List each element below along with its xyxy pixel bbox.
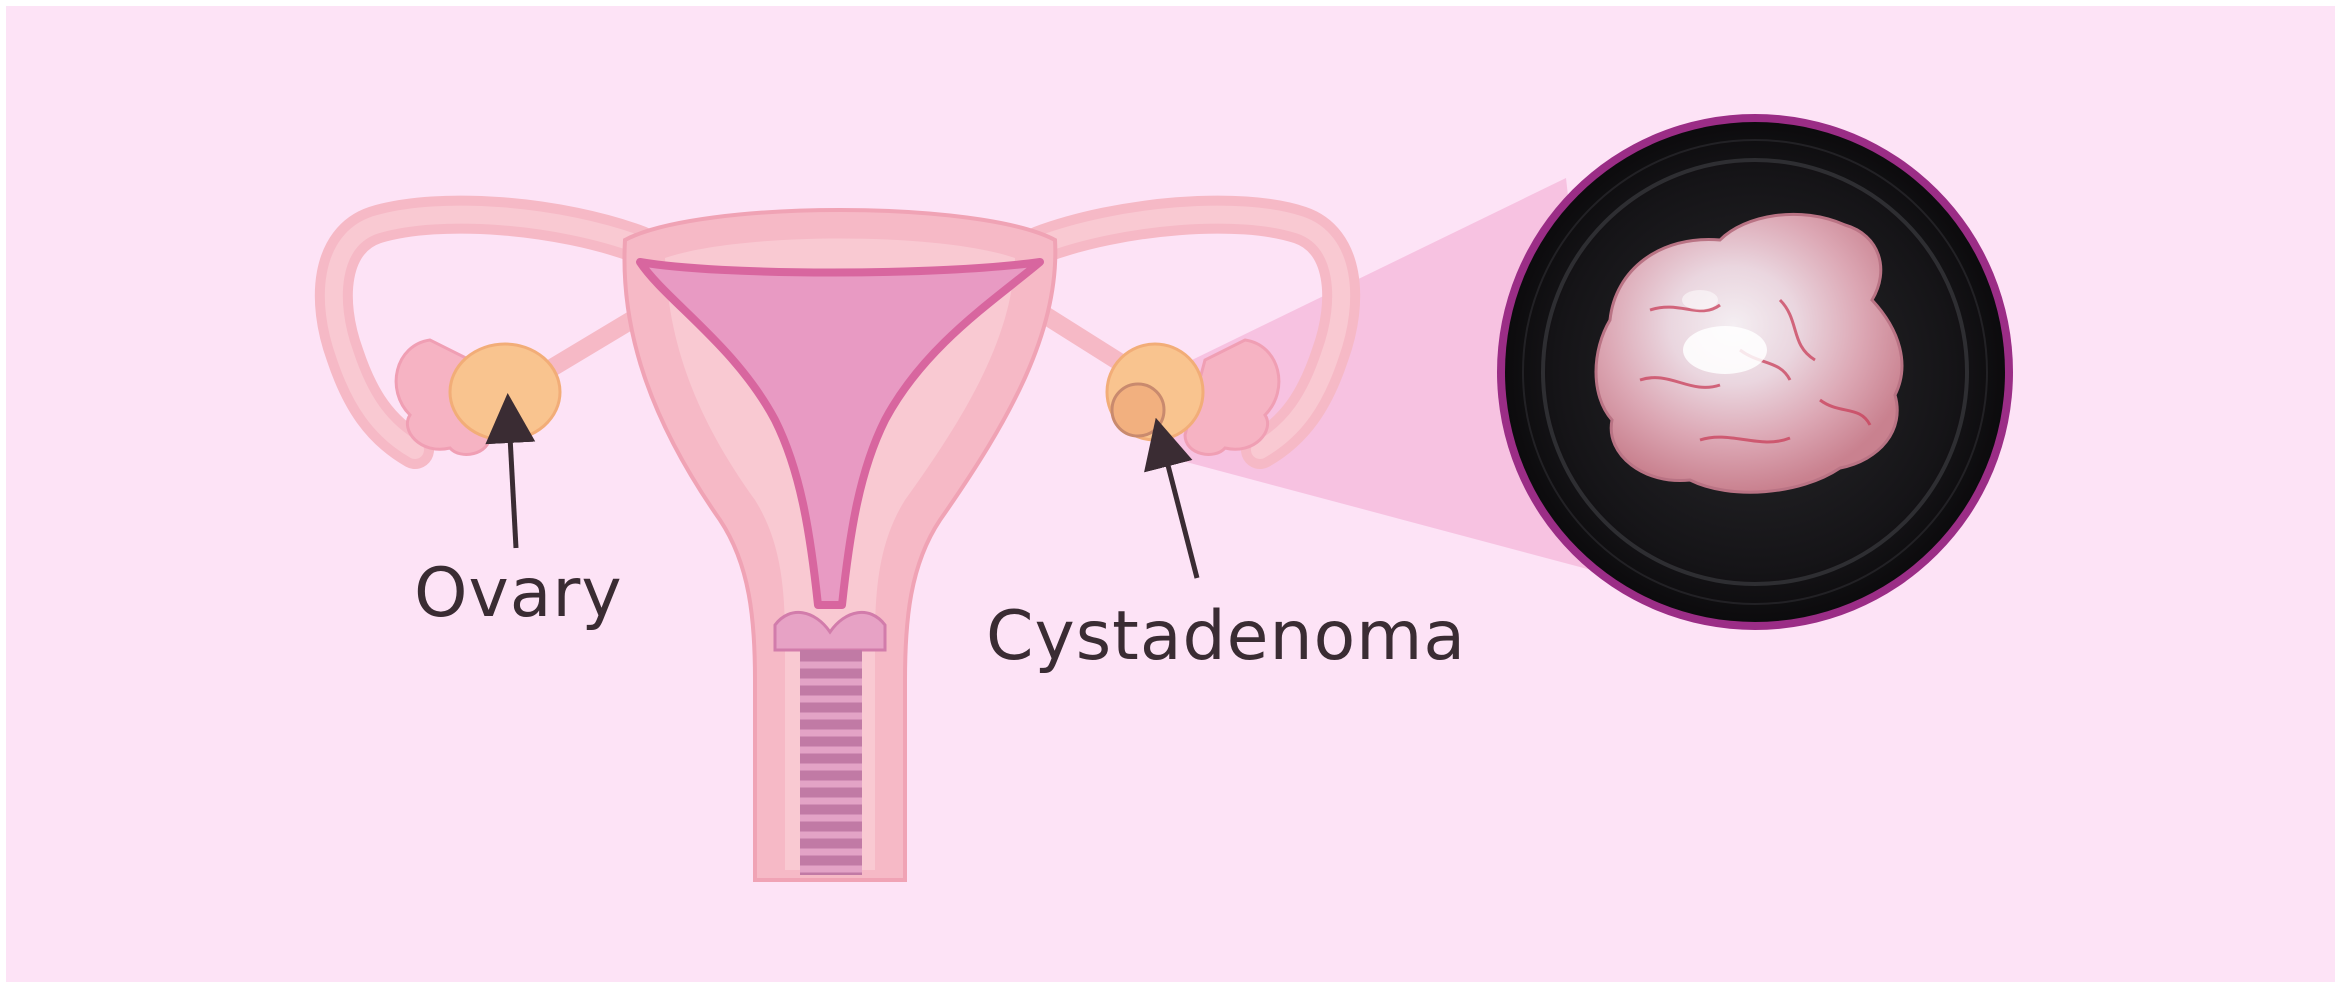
pink-panel — [6, 6, 2335, 982]
cyst-marker — [1112, 384, 1164, 436]
cystadenoma-label: Cystadenoma — [986, 603, 1466, 671]
magnified-cystadenoma-photo — [1497, 114, 2013, 630]
ovary-left — [450, 344, 560, 440]
ovary-label: Ovary — [414, 560, 623, 628]
cyst-highlight — [1683, 326, 1767, 374]
